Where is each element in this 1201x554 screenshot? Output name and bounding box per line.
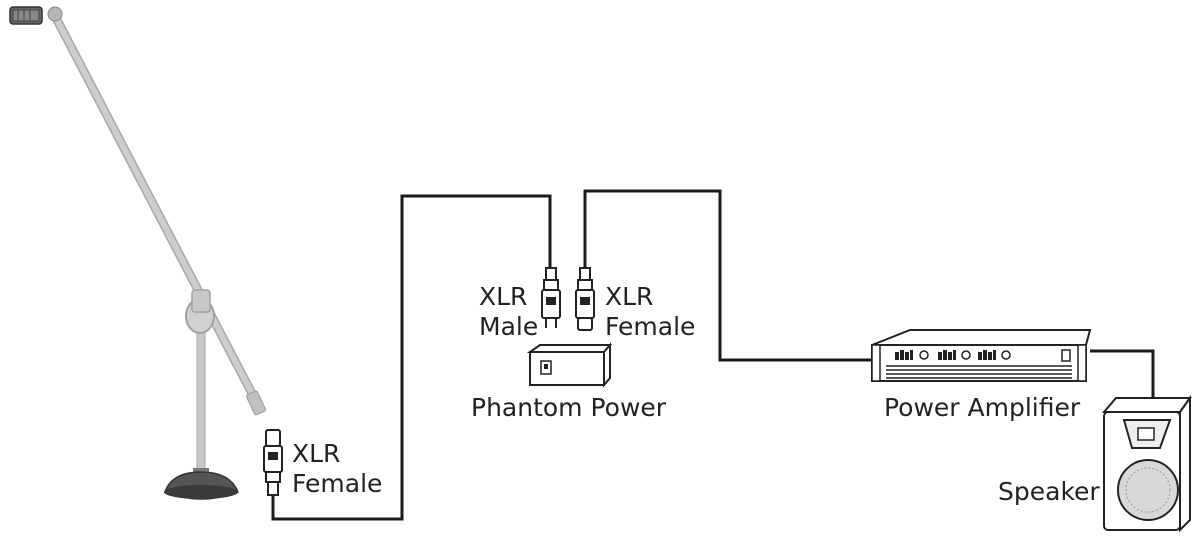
amplifier-vents bbox=[886, 365, 1072, 379]
speaker-label: Speaker bbox=[998, 477, 1100, 506]
phantom-power-label: Phantom Power bbox=[471, 393, 667, 422]
mic-xlr-label-line2: Female bbox=[292, 469, 382, 498]
power-amplifier bbox=[871, 329, 1092, 382]
microphone bbox=[9, 6, 63, 25]
amplifier-power-switch-icon bbox=[1061, 349, 1071, 362]
cable-mic-to-phantom bbox=[271, 194, 552, 521]
xlr-male-connector-phantom bbox=[541, 267, 561, 328]
boom-arm-highlight bbox=[52, 13, 261, 408]
clamp-block bbox=[191, 289, 211, 313]
cables bbox=[271, 189, 1155, 521]
phantom-output-label-line1: XLR bbox=[605, 282, 653, 311]
xlr-female-connector-phantom bbox=[575, 267, 595, 331]
phantom-output-label-line2: Female bbox=[605, 312, 695, 341]
cable-amplifier-to-speaker bbox=[1090, 349, 1155, 400]
power-amplifier-label: Power Amplifier bbox=[884, 393, 1081, 422]
amplifier-knobs bbox=[919, 350, 1011, 360]
phantom-input-label-line1: XLR bbox=[479, 282, 527, 311]
mic-xlr-label-line1: XLR bbox=[292, 439, 340, 468]
phantom-power-box bbox=[526, 342, 613, 388]
stand-pole bbox=[196, 317, 206, 479]
speaker bbox=[1101, 394, 1192, 533]
boom-end-cap bbox=[246, 390, 266, 416]
speaker-grille bbox=[1117, 459, 1179, 521]
cable-phantom-to-amplifier bbox=[583, 189, 872, 362]
amplifier-meters bbox=[895, 350, 996, 360]
base-shadow bbox=[164, 485, 238, 499]
microphone-stand bbox=[9, 6, 266, 500]
phantom-input-label-line2: Male bbox=[479, 312, 538, 341]
xlr-female-connector-mic bbox=[263, 429, 283, 496]
